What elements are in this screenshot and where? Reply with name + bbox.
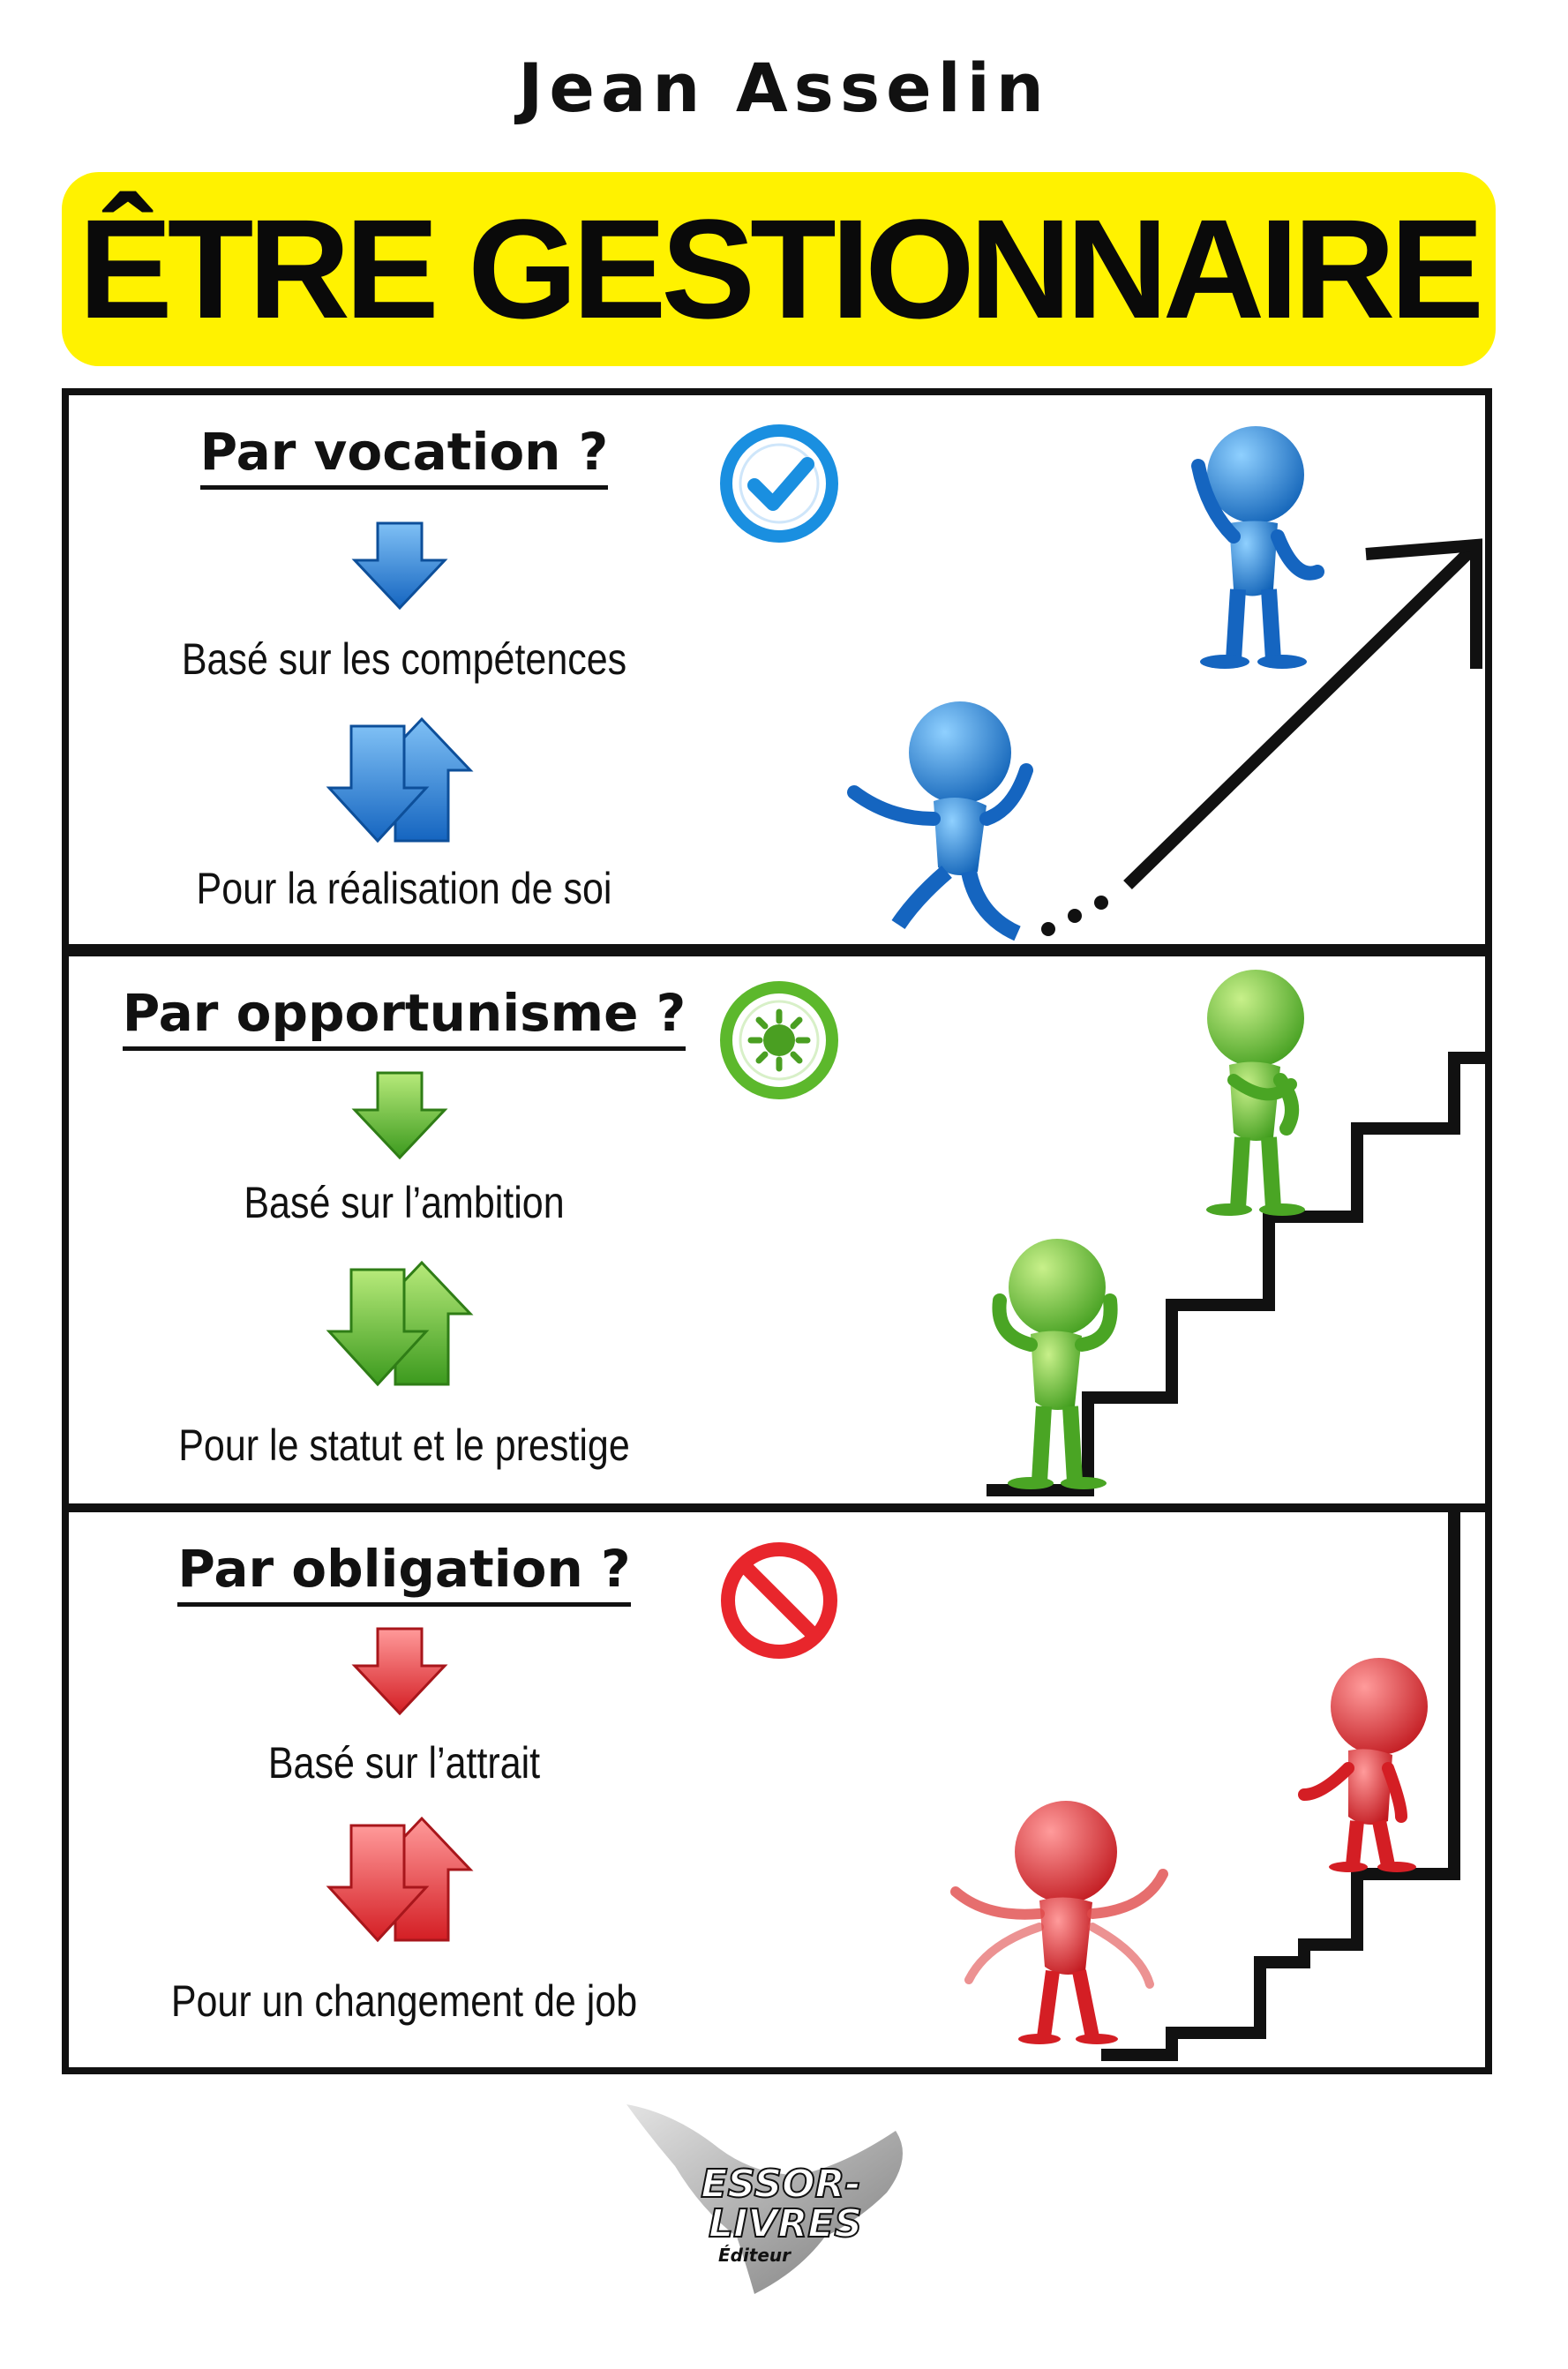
section-line-1: Basé sur l’attrait: [267, 1738, 541, 1788]
publisher-logo: ESSOR- LIVRES Éditeur: [622, 2095, 940, 2298]
figure-frustrated: [950, 1801, 1168, 2044]
down-arrow-icon: [351, 1627, 448, 1715]
exchange-arrows-icon: [326, 1260, 474, 1387]
section-heading: Par vocation ?: [69, 422, 739, 490]
section-line-2: Pour un changement de job: [170, 1976, 638, 2026]
figure-flexing: [992, 1239, 1118, 1489]
exchange-arrows-icon: [326, 716, 474, 843]
title-banner: ÊTRE GESTIONNAIRE !: [62, 172, 1496, 542]
exchange-arrows-icon: [326, 1816, 474, 1943]
publisher-name-1: ESSOR-: [701, 2162, 860, 2207]
section-line-1: Basé sur les compétences: [181, 634, 627, 684]
descending-stairs-illustration: [950, 1503, 1460, 2061]
section-line-2: Pour le statut et le prestige: [178, 1421, 630, 1470]
book-title: ÊTRE GESTIONNAIRE !: [78, 190, 1484, 542]
down-arrow-icon: [351, 1071, 448, 1159]
eagle-logo-icon: ESSOR- LIVRES Éditeur: [626, 2104, 903, 2294]
publisher-subtitle: Éditeur: [718, 2245, 792, 2266]
check-icon: [720, 424, 838, 543]
panel-vocation: Par vocation ? Basé sur les compétences …: [62, 388, 1492, 951]
no-entry-icon: [721, 1542, 837, 1659]
progress-arrow-illustration: [847, 426, 1482, 941]
section-heading: Par opportunisme ?: [69, 983, 739, 1051]
figure-dancing: [847, 701, 1033, 941]
sun-badge-icon: [720, 981, 838, 1099]
down-arrow-icon: [351, 521, 448, 610]
panel-obligation: Par obligation ? Basé sur l’attrait Pour…: [62, 1503, 1492, 2074]
staircase-illustration: [987, 970, 1489, 1496]
figure-sad: [1298, 1658, 1428, 1872]
figure-thinking: [1191, 426, 1324, 669]
section-line-2: Pour la réalisation de soi: [196, 864, 612, 913]
panel-opportunisme: Par opportunisme ? Basé sur l’ambition P…: [62, 951, 1492, 1511]
section-line-1: Basé sur l’ambition: [244, 1178, 565, 1227]
publisher-name-2: LIVRES: [709, 2201, 862, 2246]
figure-scheming: [1206, 970, 1305, 1216]
section-heading: Par obligation ?: [69, 1539, 739, 1607]
author-name: Jean Asselin: [518, 49, 1050, 127]
